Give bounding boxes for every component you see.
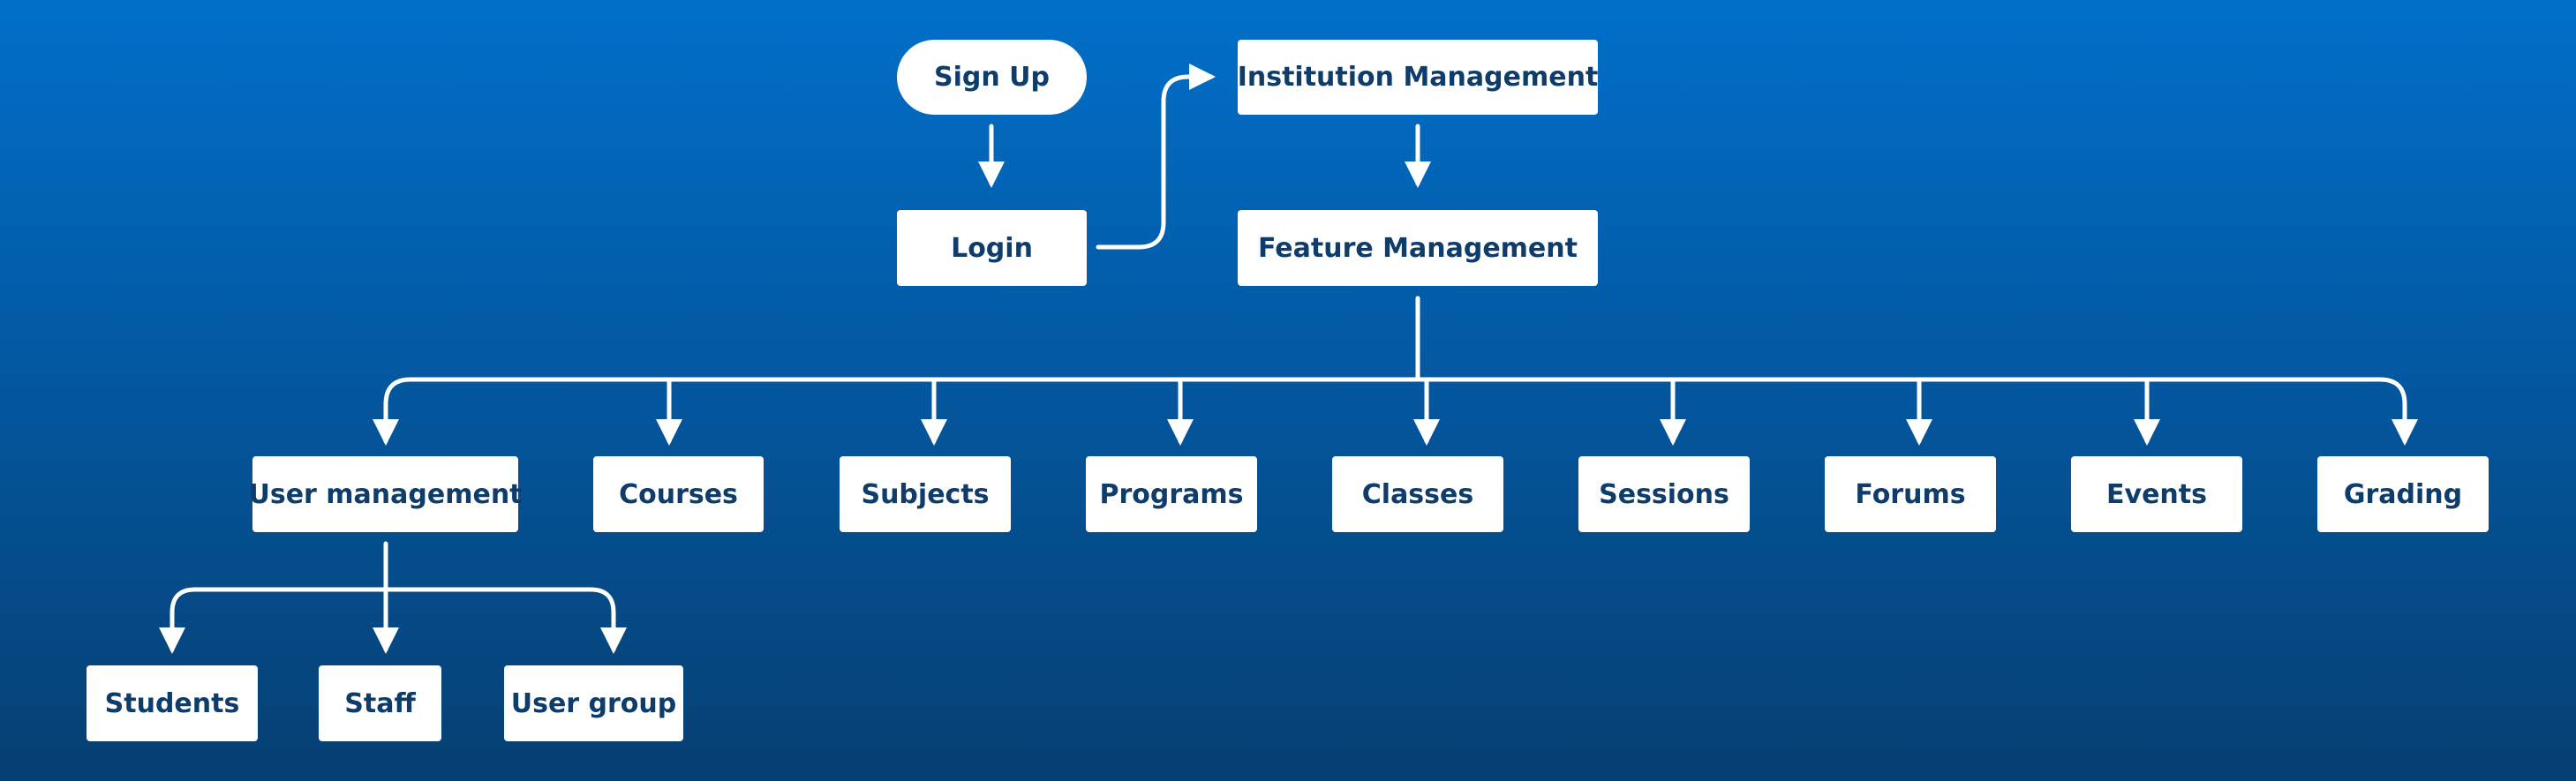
node-programs: Programs — [1086, 456, 1257, 532]
node-staff: Staff — [319, 665, 441, 741]
node-sign-up: Sign Up — [897, 40, 1087, 115]
feature-bus-line — [383, 377, 2407, 435]
node-login: Login — [897, 210, 1087, 286]
node-students: Students — [87, 665, 258, 741]
node-feature-management: Feature Management — [1238, 210, 1598, 286]
node-forums: Forums — [1825, 456, 1996, 532]
node-sessions: Sessions — [1578, 456, 1750, 532]
user-mgmt-bus-line — [169, 587, 616, 649]
node-subjects: Subjects — [840, 456, 1011, 532]
node-grading: Grading — [2317, 456, 2489, 532]
arrow-login-to-institution — [1096, 64, 1216, 250]
node-user-group: User group — [504, 665, 683, 741]
node-classes: Classes — [1332, 456, 1503, 532]
node-courses: Courses — [593, 456, 764, 532]
node-user-management: User management — [248, 456, 523, 532]
node-institution-management: Institution Management — [1238, 40, 1598, 115]
node-events: Events — [2071, 456, 2242, 532]
